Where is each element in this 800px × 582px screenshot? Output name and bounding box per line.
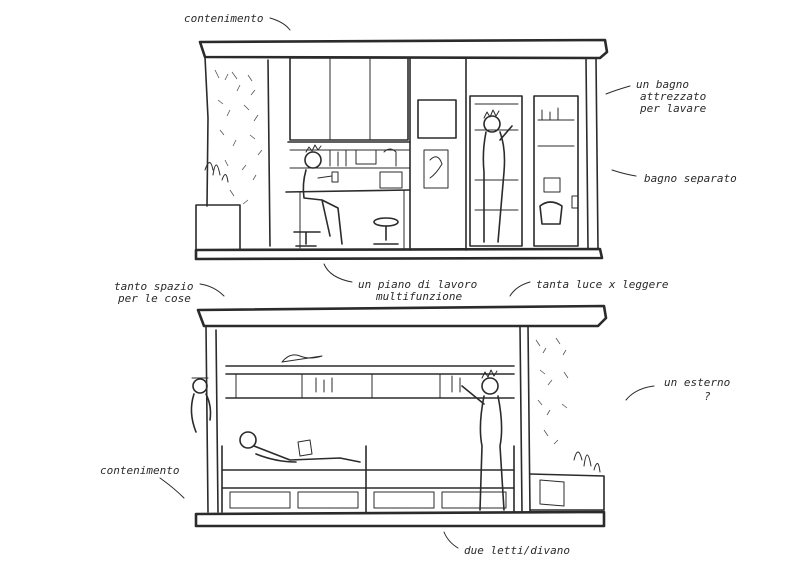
label-bottom-contenimento: contenimento: [100, 464, 179, 477]
separate-bathroom: [533, 95, 579, 247]
leader-tanto-spazio: [199, 283, 225, 297]
leader-tanta-luce: [509, 281, 531, 297]
shower-zone: [469, 95, 523, 247]
label-bagno-separato: bagno separato: [644, 172, 737, 185]
annotations: contenimento un bagno attrezzato per lav…: [100, 12, 737, 557]
leader-bagno-separato: [611, 169, 637, 177]
leader-bagno-attrezzato: [605, 85, 631, 95]
label-bagno-attrezzato-line2: attrezzato: [640, 90, 706, 103]
label-top-contenimento: contenimento: [184, 12, 263, 25]
upper-shelves: [225, 354, 515, 399]
desk-area: [285, 144, 411, 249]
upper-cabinets: [287, 57, 411, 143]
leader-bottom-contenimento: [159, 477, 185, 499]
standing-person: [461, 369, 505, 511]
label-piano-lavoro-line1: un piano di lavoro: [358, 278, 477, 291]
label-bagno-attrezzato-line3: per lavare: [639, 102, 707, 115]
stool: [373, 217, 399, 245]
label-tanto-spazio-line1: tanto spazio: [114, 280, 193, 293]
top-section: [194, 38, 609, 261]
desk-chair: [293, 231, 321, 247]
partition-wall: [409, 57, 467, 251]
label-tanto-spazio-line2: per le cose: [117, 292, 191, 305]
label-due-letti: due letti/divano: [464, 544, 570, 557]
leader-top-contenimento: [269, 17, 291, 31]
leaning-person: [190, 377, 212, 433]
reclining-person: [239, 431, 361, 463]
top-left-greenery: [195, 69, 263, 251]
label-bagno-attrezzato-line1: un bagno: [636, 78, 689, 91]
bottom-right-greenery: [529, 337, 605, 511]
leader-piano-lavoro: [323, 263, 353, 283]
seated-person: [302, 144, 343, 245]
leader-esterno: [625, 385, 655, 401]
bottom-section: [190, 304, 608, 528]
annotation-leaders: [159, 17, 655, 549]
label-piano-lavoro-line2: multifunzione: [375, 290, 462, 303]
label-esterno-line1: un esterno: [664, 376, 730, 389]
leader-due-letti: [443, 531, 459, 549]
label-esterno-line2: ?: [704, 390, 711, 403]
label-tanta-luce: tanta luce x leggere: [536, 278, 669, 291]
beds: [221, 369, 515, 513]
